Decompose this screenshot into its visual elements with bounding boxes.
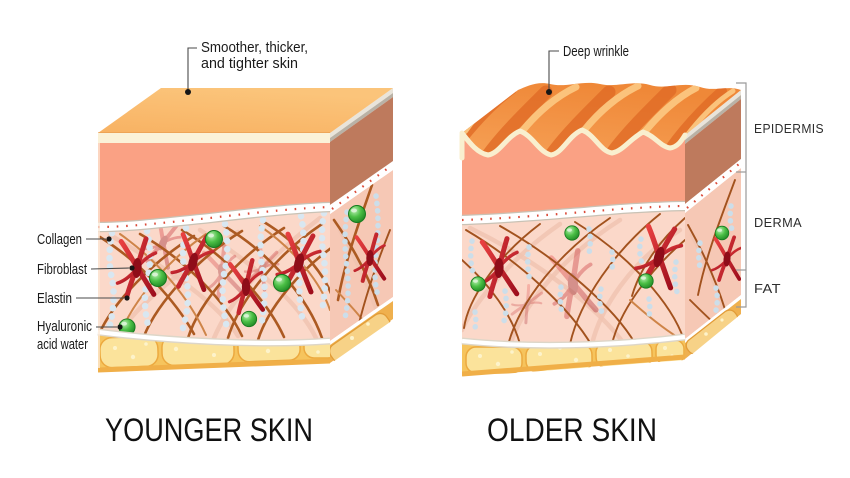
older-membrane-side (685, 159, 741, 213)
elastin-label: Elastin (37, 290, 72, 307)
older-wrinkled-surface-outline (459, 127, 688, 158)
surface-note-leader (187, 47, 197, 92)
fat-layer-label: FAT (754, 281, 781, 296)
hyaluronic-sphere (240, 310, 258, 328)
collagen-label: Collagen (37, 231, 82, 248)
younger-fat-lobules (98, 330, 330, 373)
younger-skin-block (97, 88, 393, 373)
epidermis-layer-label: EPIDERMIS (754, 121, 824, 136)
surface-note-line2: and tighter skin (201, 55, 298, 72)
surface-note-line1: Smoother, thicker, (201, 39, 308, 56)
older-skin-title: OLDER SKIN (487, 412, 657, 448)
older-front-face (459, 127, 688, 377)
fibroblast-label: Fibroblast (37, 261, 88, 278)
deep-wrinkle-label: Deep wrinkle (563, 43, 629, 60)
hyaluronic-sphere (564, 225, 580, 241)
younger-epidermis-front (98, 143, 330, 226)
hyaluronic-sphere (638, 273, 654, 289)
older-epidermis-front (462, 130, 685, 219)
younger-stratum-corneum (98, 133, 330, 143)
older-dermis-fat-boundary (461, 333, 686, 349)
hyaluronic-sphere (205, 230, 223, 248)
derma-layer-label: DERMA (754, 215, 802, 230)
hyaluronic-label-line2: acid water (37, 336, 88, 353)
younger-front-face (97, 133, 331, 373)
younger-epidermis-side (330, 97, 393, 205)
older-callouts: Deep wrinkle (546, 43, 629, 95)
older-basement-membrane (461, 200, 686, 226)
older-dermis-side (685, 168, 741, 339)
younger-dermis-fat-boundary (97, 328, 331, 347)
older-side-face (685, 90, 741, 359)
wrinkle-note-leader (548, 50, 559, 92)
hyaluronic-label-line1: Hyaluronic (37, 318, 92, 335)
hyaluronic-sphere (470, 276, 486, 292)
hyaluronic-sphere (348, 205, 366, 223)
older-dermis-contents (462, 213, 685, 349)
younger-side-face (330, 88, 393, 364)
younger-skin-title: YOUNGER SKIN (105, 412, 313, 448)
younger-callouts: Smoother, thicker, and tighter skin Coll… (37, 39, 308, 353)
hyaluronic-sphere (149, 269, 167, 287)
older-epidermis-side (685, 99, 741, 204)
layer-bracket: EPIDERMIS DERMA FAT (736, 82, 824, 308)
hyaluronic-sphere (273, 274, 291, 292)
younger-basement-membrane (97, 201, 331, 233)
younger-dermis-contents (98, 209, 330, 342)
hyaluronic-sphere (714, 225, 730, 241)
younger-membrane-side (330, 161, 393, 214)
older-skin-block (459, 82, 741, 377)
